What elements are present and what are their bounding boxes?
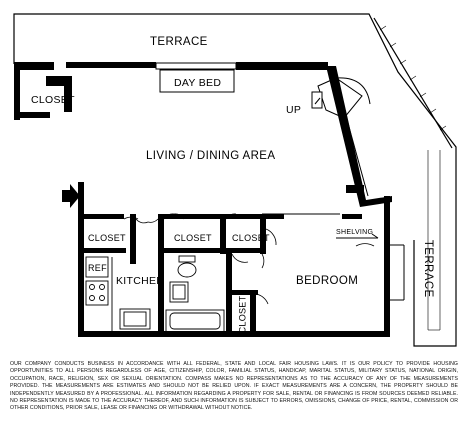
closet-entry-label: CLOSET bbox=[31, 94, 75, 106]
living-dining-label: LIVING / DINING AREA bbox=[146, 150, 276, 162]
shelving-label: SHELVING bbox=[336, 229, 374, 236]
bathroom-fixtures bbox=[165, 255, 225, 333]
shelving-arrow bbox=[371, 233, 379, 239]
terrace-right-rail bbox=[427, 150, 441, 331]
terrace-top-label: TERRACE bbox=[150, 36, 208, 48]
closet-bedroom-label: CLOSET bbox=[237, 295, 248, 334]
legal-disclaimer: OUR COMPANY CONDUCTS BUSINESS IN ACCORDA… bbox=[10, 361, 458, 412]
up-label: UP bbox=[286, 104, 302, 116]
closet-small-label: CLOSET bbox=[232, 233, 270, 243]
bedroom-label: BEDROOM bbox=[296, 275, 359, 287]
right-windows bbox=[339, 115, 405, 301]
terrace-right-label: TERRACE bbox=[421, 239, 434, 298]
kitchen-label: KITCHEN bbox=[116, 275, 165, 287]
day-bed-window bbox=[155, 62, 237, 93]
door-swings bbox=[123, 213, 375, 305]
interior-walls bbox=[84, 214, 362, 333]
kitchen-fixtures bbox=[85, 256, 151, 331]
stair-element bbox=[311, 77, 371, 119]
ref-label: REF bbox=[88, 263, 107, 273]
terrace-outline bbox=[13, 13, 457, 347]
day-bed-label: DAY BED bbox=[174, 77, 222, 89]
terrace-railing bbox=[379, 25, 447, 131]
floor-plan bbox=[13, 13, 457, 347]
closet-kitchen-label: CLOSET bbox=[88, 233, 126, 243]
exterior-walls bbox=[14, 62, 392, 337]
entry-arrow bbox=[62, 184, 80, 208]
closet-hall-label: CLOSET bbox=[174, 233, 212, 243]
